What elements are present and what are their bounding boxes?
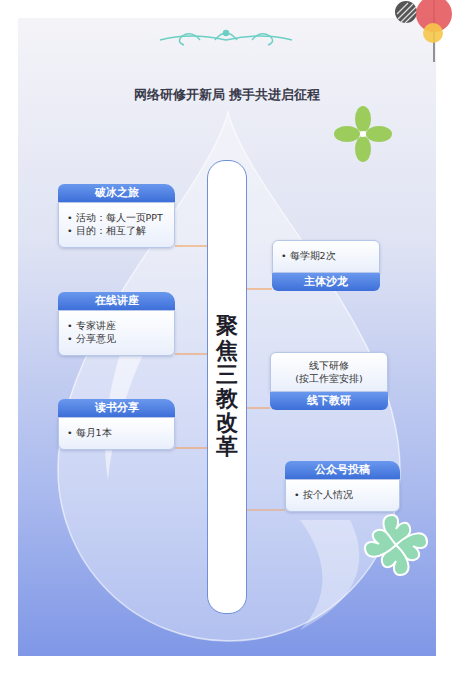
card-item: • 每学期2次 (281, 249, 371, 262)
clover (365, 515, 427, 575)
card-body: • 活动：每人一页PPT• 目的：相互了解 (58, 202, 175, 248)
card-header: 主体沙龙 (272, 273, 380, 291)
connector (175, 353, 207, 354)
card-body: • 按个人情况 (285, 479, 400, 512)
card-item: • 每月1本 (67, 426, 166, 439)
card-item: • 分享意见 (67, 332, 166, 345)
water-drop (58, 112, 400, 641)
central-title: 聚焦三教改革 (216, 314, 238, 459)
card-item: • 目的：相互了解 (67, 224, 166, 237)
card-item: • 按个人情况 (294, 488, 391, 501)
card-body: • 每学期2次 (272, 240, 380, 273)
card-header: 破冰之旅 (58, 184, 175, 202)
four-leaf (334, 106, 392, 162)
stripes (397, 3, 417, 23)
topic-card: 读书分享 • 每月1本 (58, 399, 175, 450)
page-title: 网络研修开新局 携手共进启征程 (18, 86, 436, 104)
card-body: 线下研修 (按工作室安排) (270, 352, 388, 392)
central-bar: 聚焦三教改革 (207, 160, 247, 614)
topic-card: 破冰之旅• 活动：每人一页PPT• 目的：相互了解 (58, 184, 175, 248)
card-item: 线下研修 (按工作室安排) (281, 359, 377, 385)
card-header: 公众号投稿 (285, 461, 400, 479)
ornament (160, 31, 292, 46)
drop-highlight (300, 520, 359, 630)
card-item: • 专家讲座 (67, 319, 166, 332)
topic-card: 公众号投稿 • 按个人情况 (285, 461, 400, 512)
connector (247, 288, 272, 289)
striped-circle (395, 1, 417, 23)
card-item: • 活动：每人一页PPT (67, 211, 166, 224)
yellow-circle (423, 23, 443, 43)
topic-card: 线下研修 (按工作室安排) 线下教研 (270, 352, 388, 410)
connector (175, 245, 207, 246)
card-header: 读书分享 (58, 399, 175, 417)
card-header: 在线讲座 (58, 292, 175, 310)
card-body: • 每月1本 (58, 417, 175, 450)
connector (247, 407, 270, 408)
topic-card: • 每学期2次主体沙龙 (272, 240, 380, 291)
card-header: 线下教研 (270, 392, 388, 410)
topic-card: 在线讲座• 专家讲座• 分享意见 (58, 292, 175, 356)
connector (175, 447, 207, 448)
card-body: • 专家讲座• 分享意见 (58, 310, 175, 356)
connector (247, 509, 285, 510)
